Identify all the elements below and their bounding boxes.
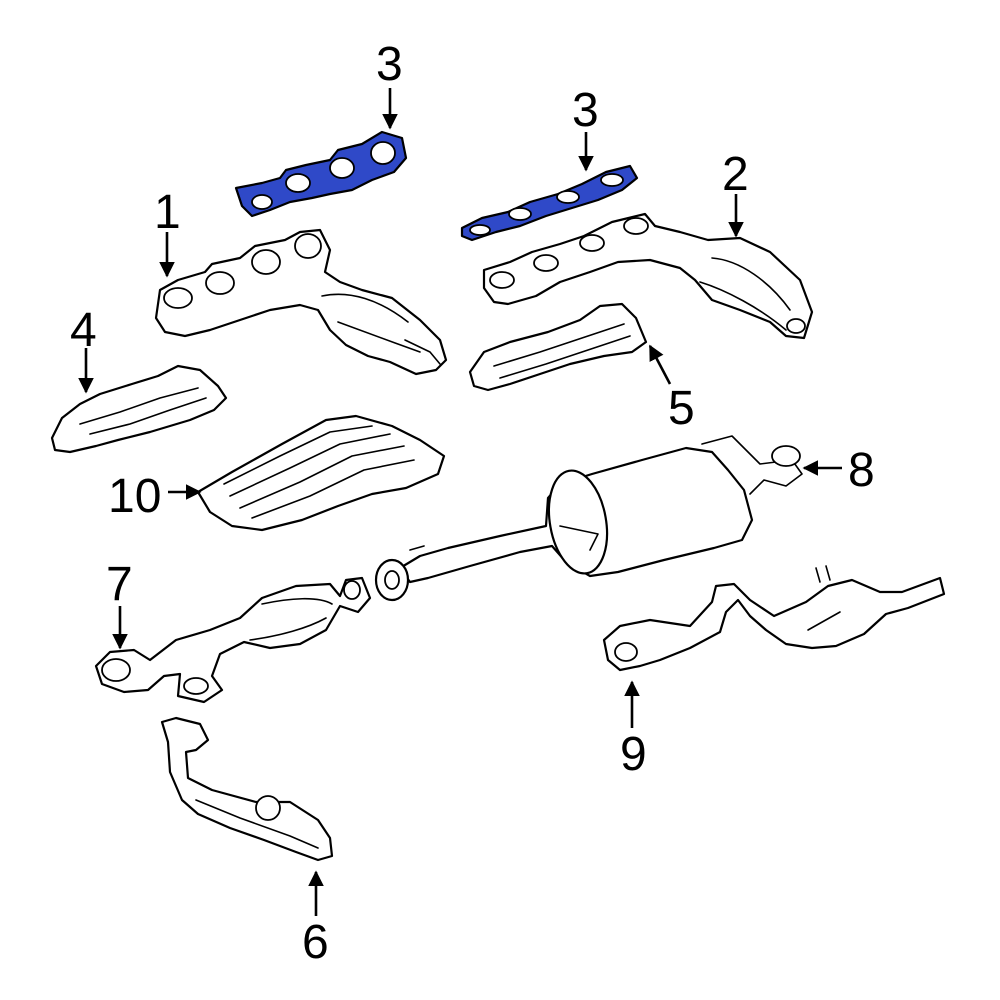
callout-2: 2 — [722, 148, 749, 201]
front-pipe[interactable] — [160, 716, 334, 862]
callout-9: 9 — [620, 728, 647, 781]
heat-shield-right[interactable] — [468, 302, 648, 392]
callout-8: 8 — [848, 444, 875, 497]
manifold-gasket-left[interactable] — [234, 130, 408, 218]
tail-pipe-assembly[interactable] — [602, 565, 946, 672]
exhaust-manifold-right[interactable] — [482, 212, 814, 340]
callout-7: 7 — [106, 558, 133, 611]
heat-shield-left[interactable] — [50, 364, 228, 454]
muffler-assembly[interactable] — [374, 435, 803, 602]
callout-1: 1 — [154, 186, 181, 239]
callout-3-left: 3 — [376, 38, 403, 91]
callout-10: 10 — [108, 470, 161, 523]
callout-arrows — [78, 88, 842, 916]
floor-heat-shield[interactable] — [196, 414, 446, 532]
exhaust-manifold-left[interactable] — [154, 228, 448, 376]
callout-labels: 1 2 3 3 4 5 6 7 8 9 10 — [70, 38, 875, 969]
callout-3-right: 3 — [572, 84, 599, 137]
manifold-gasket-right[interactable] — [460, 164, 639, 242]
callout-5: 5 — [668, 382, 695, 435]
callout-4: 4 — [70, 304, 97, 357]
front-y-pipe[interactable] — [94, 576, 372, 704]
callout-6: 6 — [302, 916, 329, 969]
leader-5 — [648, 344, 672, 385]
